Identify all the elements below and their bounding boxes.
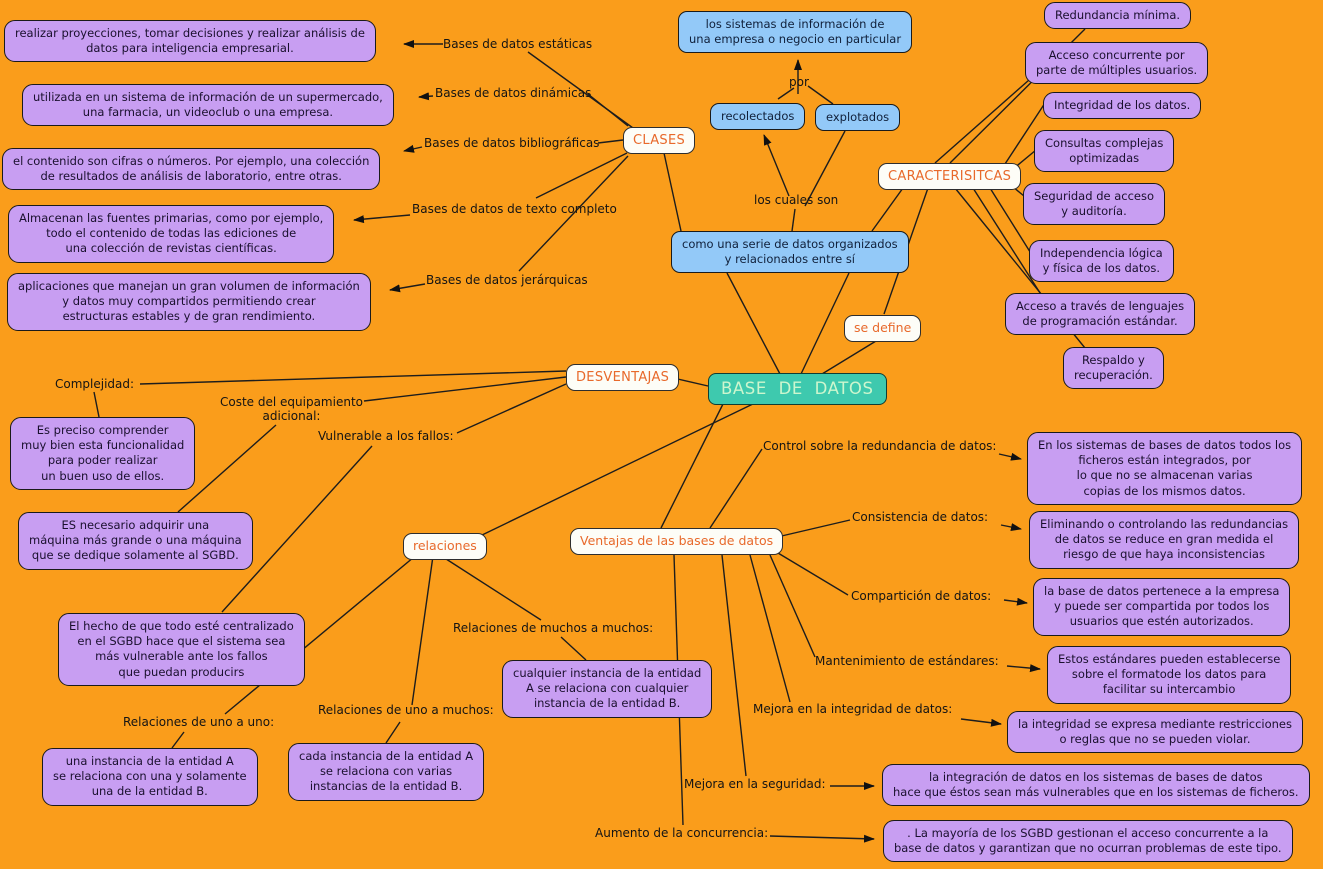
desc-muchos-a-muchos[interactable]: cualquier instancia de la entidad A se r… [502, 660, 713, 718]
label-uno-a-muchos[interactable]: Relaciones de uno a muchos: [318, 703, 494, 717]
node-explotados[interactable]: explotados [815, 104, 901, 132]
label-complejidad[interactable]: Complejidad: [55, 377, 135, 391]
label-consistencia[interactable]: Consistencia de datos: [852, 510, 989, 524]
desc-bases-jerarquicas[interactable]: aplicaciones que manejan un gran volumen… [7, 273, 371, 331]
label-comparticion[interactable]: Compartición de datos: [851, 589, 992, 603]
node-desventajas[interactable]: DESVENTAJAS [566, 364, 680, 392]
desc-control-redundancia[interactable]: En los sistemas de bases de datos todos … [1027, 432, 1303, 505]
label-bases-estaticas[interactable]: Bases de datos estáticas [443, 37, 593, 51]
label-los-cuales-son[interactable]: los cuales son [754, 193, 839, 207]
node-definicion[interactable]: como una serie de datos organizados y re… [671, 231, 909, 274]
desc-aumento-concurrencia[interactable]: . La mayoría de los SGBD gestionan el ac… [883, 820, 1293, 863]
node-clases[interactable]: CLASES [623, 127, 696, 155]
node-sistemas-informacion[interactable]: los sistemas de información de una empre… [678, 11, 913, 54]
label-mejora-seguridad[interactable]: Mejora en la seguridad: [684, 777, 826, 791]
label-por[interactable]: por [789, 75, 809, 89]
desc-bases-texto-completo[interactable]: Almacenan las fuentes primarias, como po… [8, 205, 335, 263]
connector-line-group [93, 28, 1086, 843]
node-relaciones[interactable]: relaciones [403, 533, 487, 560]
desc-bases-estaticas[interactable]: realizar proyecciones, tomar decisiones … [4, 20, 376, 63]
desc-consistencia[interactable]: Eliminando o controlando las redundancia… [1029, 511, 1300, 569]
node-ventajas[interactable]: Ventajas de las bases de datos [570, 528, 784, 555]
label-bases-bibliograficas[interactable]: Bases de datos bibliográficas [424, 136, 600, 150]
desc-vulnerable[interactable]: El hecho de que todo esté centralizado e… [58, 613, 305, 686]
label-mantenimiento[interactable]: Mantenimiento de estándares: [815, 654, 999, 668]
desc-mantenimiento[interactable]: Estos estándares pueden establecerse sob… [1047, 646, 1292, 704]
desc-acceso-concurrente[interactable]: Acceso concurrente por parte de múltiple… [1025, 42, 1209, 85]
desc-acceso-lenguajes[interactable]: Acceso a través de lenguajes de programa… [1005, 293, 1196, 336]
desc-mejora-seguridad[interactable]: la integración de datos en los sistemas … [882, 764, 1310, 807]
node-base-de-datos[interactable]: BASE DE DATOS [708, 373, 887, 405]
label-uno-a-uno[interactable]: Relaciones de uno a uno: [123, 715, 275, 729]
label-bases-dinamicas[interactable]: Bases de datos dinámicas [435, 86, 592, 100]
node-caracteristicas[interactable]: CARACTERISITCAS [878, 163, 1022, 191]
desc-coste[interactable]: ES necesario adquirir una máquina más gr… [18, 512, 253, 570]
desc-mejora-integridad[interactable]: la integridad se expresa mediante restri… [1007, 711, 1303, 754]
desc-uno-a-uno[interactable]: una instancia de la entidad A se relacio… [42, 748, 258, 806]
node-recolectados[interactable]: recolectados [710, 103, 806, 131]
label-bases-jerarquicas[interactable]: Bases de datos jerárquicas [426, 273, 588, 287]
label-coste[interactable]: Coste del equipamiento adicional: [220, 395, 363, 423]
desc-bases-dinamicas[interactable]: utilizada en un sistema de información d… [22, 84, 394, 127]
desc-integridad-datos[interactable]: Integridad de los datos. [1043, 92, 1202, 120]
desc-comparticion[interactable]: la base de datos pertenece a la empresa … [1033, 578, 1291, 636]
desc-independencia[interactable]: Independencia lógica y física de los dat… [1029, 240, 1174, 283]
node-se-define[interactable]: se define [844, 315, 922, 342]
desc-consultas-complejas[interactable]: Consultas complejas optimizadas [1034, 130, 1175, 173]
label-bases-texto-completo[interactable]: Bases de datos de texto completo [412, 202, 617, 216]
desc-uno-a-muchos[interactable]: cada instancia de la entidad A se relaci… [288, 743, 485, 801]
desc-seguridad-auditoria[interactable]: Seguridad de acceso y auditoría. [1023, 183, 1166, 226]
desc-respaldo[interactable]: Respaldo y recuperación. [1063, 347, 1164, 390]
label-muchos-a-muchos[interactable]: Relaciones de muchos a muchos: [453, 621, 654, 635]
desc-redundancia-minima[interactable]: Redundancia mínima. [1044, 2, 1192, 30]
label-vulnerable[interactable]: Vulnerable a los fallos: [318, 429, 454, 443]
label-mejora-integridad[interactable]: Mejora en la integridad de datos: [753, 702, 953, 716]
desc-complejidad[interactable]: Es preciso comprender muy bien esta func… [10, 417, 196, 490]
label-aumento-concurrencia[interactable]: Aumento de la concurrencia: [595, 826, 769, 840]
label-control-redundancia[interactable]: Control sobre la redundancia de datos: [763, 439, 997, 453]
desc-bases-bibliograficas[interactable]: el contenido son cifras o números. Por e… [2, 148, 381, 191]
